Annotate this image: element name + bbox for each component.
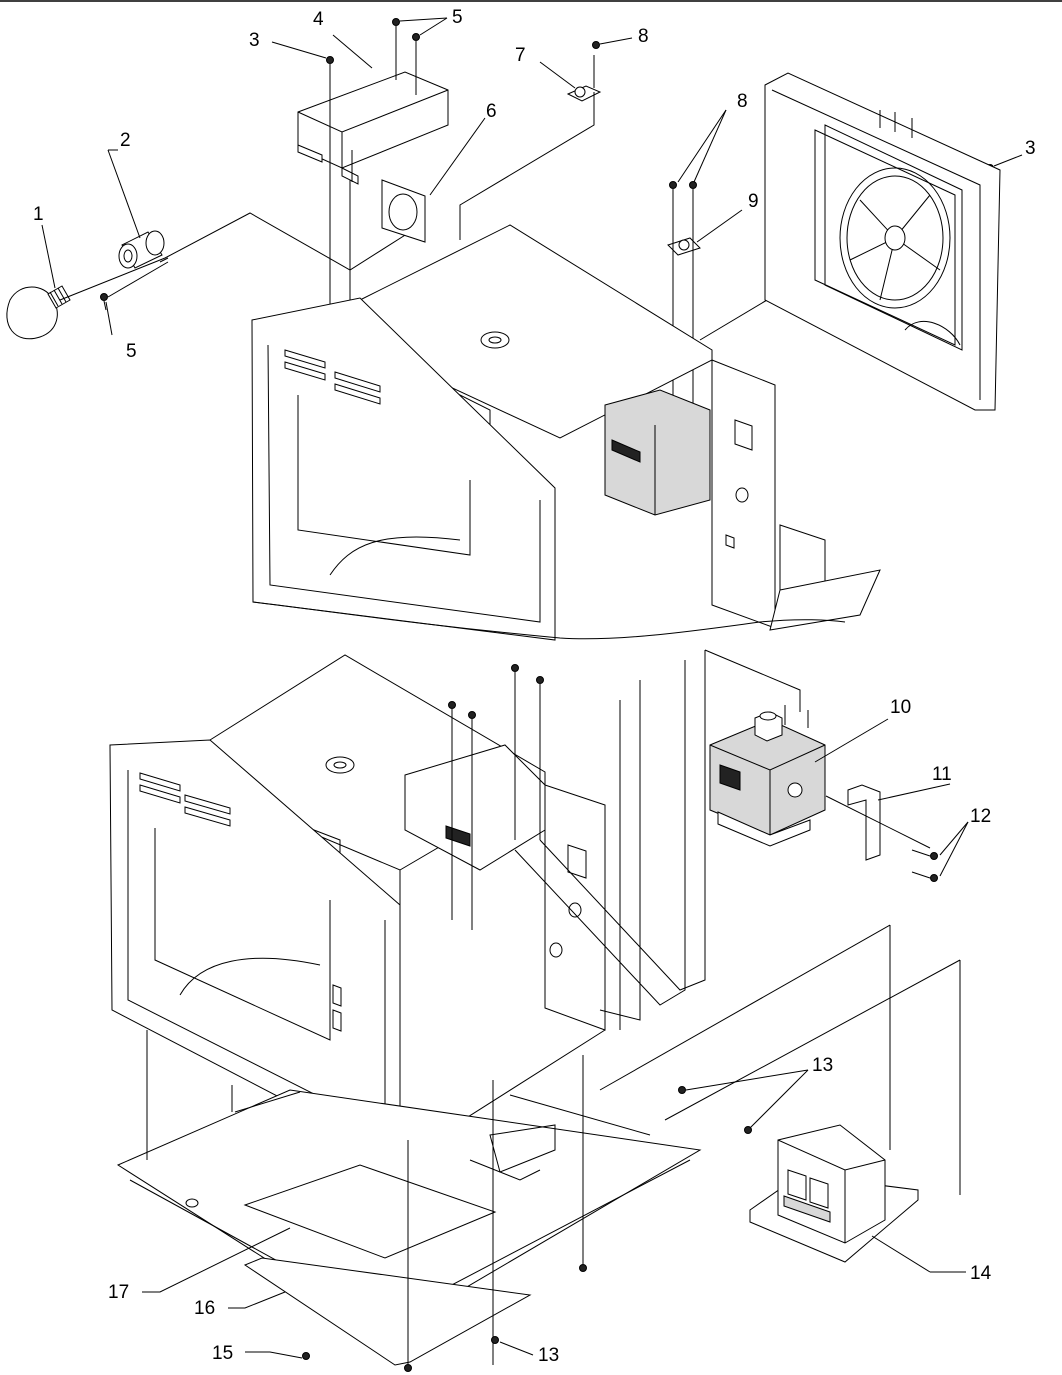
lower-cabinet <box>109 654 606 1161</box>
callout-7: 7 <box>515 45 526 66</box>
callout-leaders <box>41 17 1023 1359</box>
callout-labels: 1 2 3 3 4 5 5 6 7 8 8 9 10 11 12 13 13 1… <box>33 7 1036 1366</box>
callout-6: 6 <box>486 101 497 122</box>
upper-cabinet <box>251 224 881 641</box>
thermal-cutout-part <box>667 237 701 256</box>
callout-14: 14 <box>970 1263 992 1284</box>
magnetron-part <box>709 705 826 847</box>
callout-1: 1 <box>33 204 44 225</box>
callout-12: 12 <box>970 806 991 827</box>
screws-12 <box>911 849 938 882</box>
convection-fan-panel <box>764 72 1001 411</box>
callout-16: 16 <box>194 1298 215 1319</box>
screw-leader <box>107 261 169 298</box>
callout-3-left: 3 <box>249 30 260 51</box>
callout-15: 15 <box>212 1343 233 1364</box>
screws-13-right <box>678 1086 752 1134</box>
assembly-leaders-lower <box>146 649 961 1372</box>
bracket-part <box>847 784 881 861</box>
lamp-socket-part <box>118 230 169 269</box>
cover-box-part <box>297 71 449 185</box>
callout-5-left: 5 <box>126 341 137 362</box>
transformer-part <box>749 1124 919 1263</box>
callout-13-bottom: 13 <box>538 1345 559 1366</box>
thermostat-part <box>459 55 602 240</box>
callout-9: 9 <box>748 191 759 212</box>
lamp-bulb-part <box>6 285 71 340</box>
gasket-part <box>381 179 426 243</box>
callout-17: 17 <box>108 1282 129 1303</box>
callout-10: 10 <box>890 697 911 718</box>
callout-4: 4 <box>313 9 324 30</box>
callout-3-right: 3 <box>1025 138 1036 159</box>
screw-5-left <box>100 293 108 311</box>
callout-8-right: 8 <box>737 91 748 112</box>
lamp-leader <box>59 212 411 301</box>
callout-5-top: 5 <box>452 7 463 28</box>
callout-8-top: 8 <box>638 26 649 47</box>
callout-11: 11 <box>932 764 952 785</box>
callout-13-right: 13 <box>812 1055 833 1076</box>
base-cover-plate-part <box>243 1257 532 1366</box>
callout-2: 2 <box>120 130 131 151</box>
